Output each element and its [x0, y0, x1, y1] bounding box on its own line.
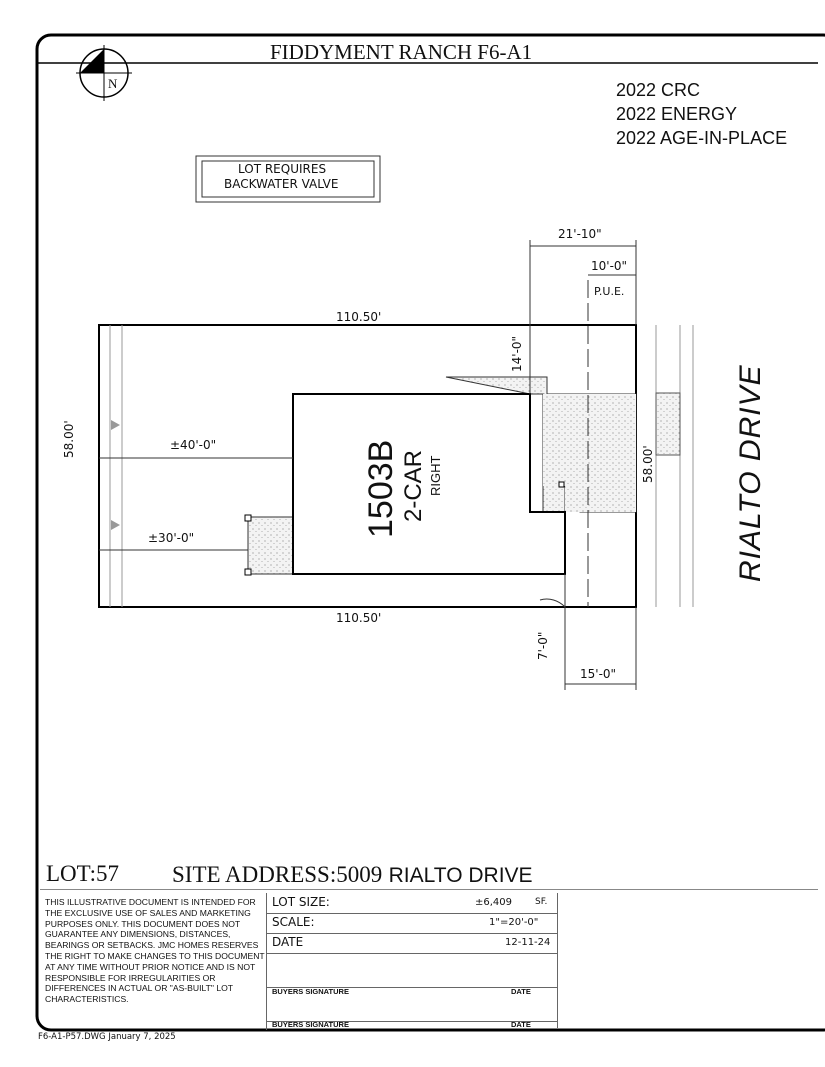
- house-orientation: RIGHT: [428, 455, 443, 496]
- street-name: RIALTO DRIVE: [734, 364, 767, 582]
- sig2-label: BUYERS SIGNATURE: [272, 1020, 349, 1029]
- dim-front-setback: 21'-10": [558, 227, 602, 241]
- code-age-in-place: 2022 AGE-IN-PLACE: [616, 128, 788, 148]
- dim-side-setback-bottom: 7'-0": [536, 631, 550, 660]
- north-label: N: [108, 76, 118, 91]
- sig1-label: BUYERS SIGNATURE: [272, 987, 349, 996]
- site-address-number: 5009: [336, 862, 383, 887]
- dim-pue-width: 10'-0": [591, 259, 628, 273]
- lot-size-label: LOT SIZE:: [272, 895, 330, 909]
- dim-rear-setback-top: ±40'-0": [170, 438, 217, 452]
- north-arrow-icon: [76, 45, 132, 101]
- site-address: SITE ADDRESS:5009 RIALTO DRIVE: [172, 861, 533, 888]
- buyer-signature-1[interactable]: BUYERS SIGNATURE DATE: [267, 953, 557, 996]
- dim-rear-setback-bottom: ±30'-0": [148, 531, 195, 545]
- dim-side-setback: 14'-0": [510, 335, 524, 372]
- dim-left-depth: 58.00': [62, 420, 76, 458]
- buyer-signature-2[interactable]: BUYERS SIGNATURE DATE: [267, 987, 557, 1029]
- site-address-street: RIALTO DRIVE: [388, 864, 533, 887]
- dim-right-depth: 58.00': [641, 445, 655, 483]
- lot-number: LOT:57: [46, 861, 119, 886]
- scale-value: 1"=20'-0": [489, 917, 539, 928]
- sig2-date: DATE: [511, 1020, 531, 1029]
- file-footer: F6-A1-P57.DWG January 7, 2025: [38, 1032, 176, 1042]
- dim-front-bottom: 15'-0": [580, 667, 617, 681]
- disclaimer: THIS ILLUSTRATIVE DOCUMENT IS INTENDED F…: [45, 897, 265, 1005]
- sheet-title: FIDDYMENT RANCH F6-A1: [270, 40, 533, 64]
- site-address-label: SITE ADDRESS:: [172, 862, 337, 887]
- note-line-1: LOT REQUIRES: [238, 162, 327, 176]
- sig1-date: DATE: [511, 987, 531, 996]
- note-line-2: BACKWATER VALVE: [224, 177, 339, 191]
- dim-top-width: 110.50': [336, 310, 382, 324]
- date-value: 12-11-24: [505, 937, 551, 948]
- house-garage: 2-CAR: [400, 449, 427, 522]
- lot-size-value: ±6,409: [475, 897, 513, 908]
- info-table: LOT SIZE: ±6,409 SF. SCALE: 1"=20'-0" DA…: [266, 893, 820, 1030]
- code-energy: 2022 ENERGY: [616, 104, 738, 124]
- house-plan: 1503B: [362, 439, 400, 538]
- sheet-border: [35, 33, 825, 1032]
- scale-label: SCALE:: [272, 915, 315, 929]
- date-label: DATE: [272, 935, 304, 949]
- code-crc: 2022 CRC: [616, 80, 701, 100]
- lot-size-unit: SF.: [535, 897, 548, 907]
- dim-bottom-width: 110.50': [336, 611, 382, 625]
- pue-label: P.U.E.: [594, 285, 625, 298]
